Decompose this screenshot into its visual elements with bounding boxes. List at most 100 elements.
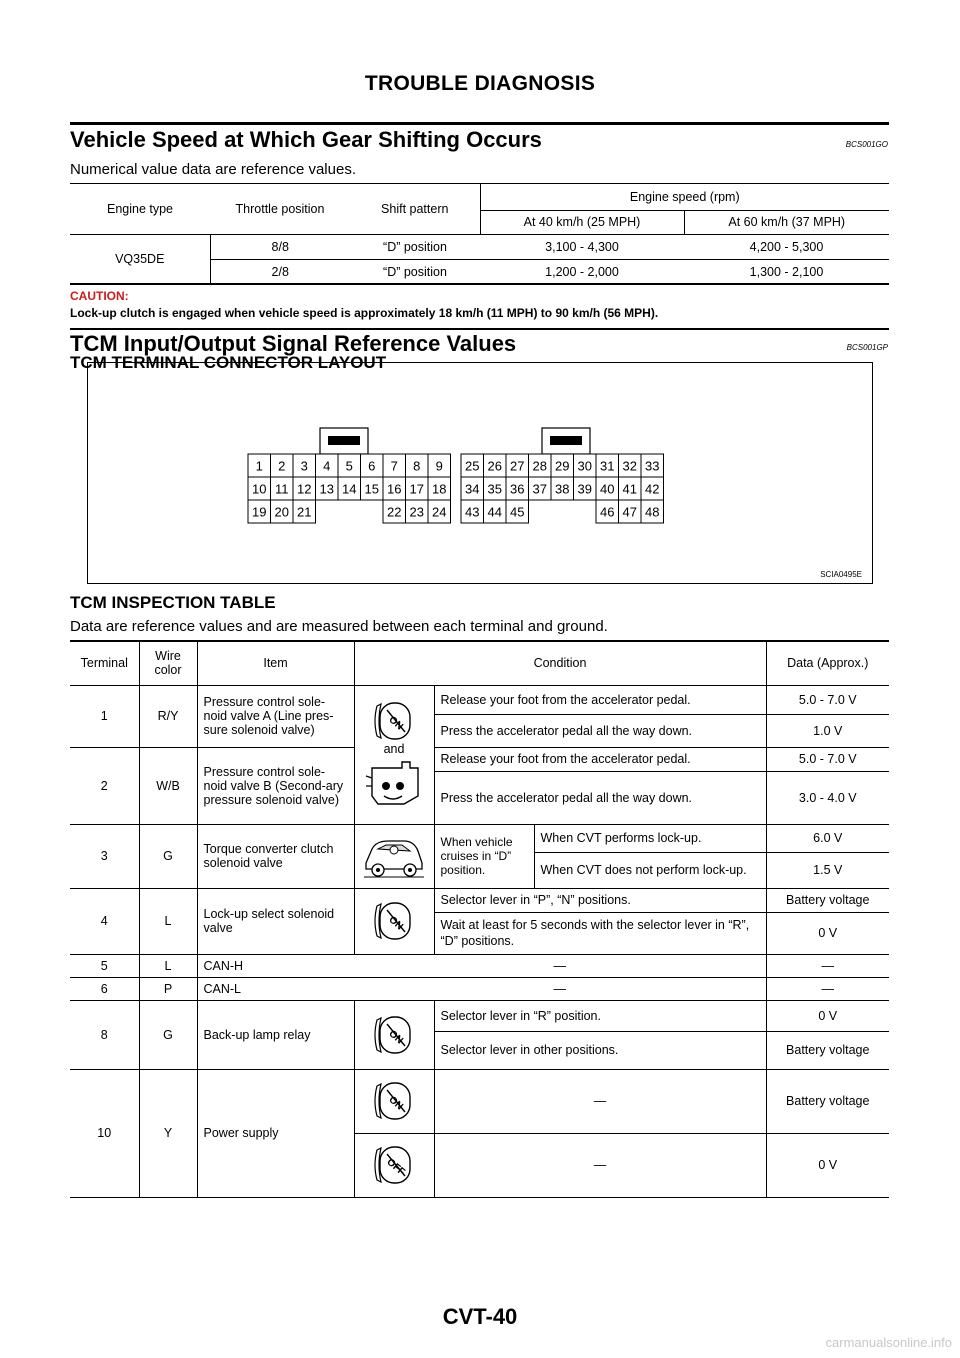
- connector-pin-label: 32: [623, 459, 637, 474]
- ignition-on-and-engine-running-icons: ON and: [353, 685, 434, 825]
- engine-cell: VQ35DE: [70, 234, 210, 285]
- terminal-cell: 2: [70, 747, 139, 825]
- col-header-wire: Wire color: [138, 642, 197, 686]
- left-connector-latch-mark: [328, 436, 360, 445]
- wire-cell: W/B: [138, 747, 197, 825]
- connector-pin-cell: [505, 499, 529, 524]
- table-top-rule: [70, 183, 889, 184]
- condition-cell: Selector lever in “P”, “N” positions.: [433, 888, 766, 913]
- terminal-cell: 5: [70, 954, 139, 978]
- ignition-off-icon: OFF: [353, 1133, 434, 1198]
- engine-running-icon: [361, 756, 428, 810]
- condition-cell: Press the accelerator pedal all the way …: [433, 714, 766, 748]
- and-label: and: [383, 741, 405, 756]
- connector-pin-label: 5: [346, 459, 353, 474]
- col-header-at60: At 60 km/h (37 MPH): [683, 210, 889, 235]
- condition-cell: —: [354, 954, 766, 978]
- wire-cell: L: [138, 954, 197, 978]
- condition-cell: —: [433, 1133, 766, 1198]
- connector-pin-label: 1: [256, 459, 263, 474]
- diagram-id: SCIA0495E: [820, 570, 862, 579]
- connector-pin-label: 34: [465, 482, 479, 497]
- item-cell: CAN-L: [196, 977, 354, 1001]
- connector-pin-label: 26: [488, 459, 502, 474]
- terminal-cell: 6: [70, 977, 139, 1001]
- item-cell: Back-up lamp relay: [196, 1000, 354, 1070]
- connector-pin-label: 3: [301, 459, 308, 474]
- connector-pin-label: 25: [465, 459, 479, 474]
- item-cell: Torque converter clutch solenoid valve: [196, 824, 354, 889]
- terminal-cell: 1: [70, 685, 139, 748]
- connector-pin-label: 23: [410, 505, 424, 520]
- connector-pin-label: 48: [645, 505, 659, 520]
- connector-pin-label: 35: [488, 482, 502, 497]
- wire-cell: G: [138, 1000, 197, 1070]
- item-cell: CAN-H: [196, 954, 354, 978]
- data-cell: 0 V: [765, 1000, 889, 1032]
- connector-pin-label: 13: [320, 482, 334, 497]
- at60-cell: 1,300 - 2,100: [684, 259, 889, 285]
- connector-pin-label: 28: [533, 459, 547, 474]
- connector-pin-label: 22: [387, 505, 401, 520]
- inspection-note: Data are reference values and are measur…: [70, 618, 608, 635]
- item-cell: Pressure control sole-noid valve A (Line…: [196, 685, 354, 748]
- connector-pin-label: 27: [510, 459, 524, 474]
- condition-cell: Release your foot from the accelerator p…: [433, 747, 766, 772]
- connector-pin-label: 20: [275, 505, 289, 520]
- connector-pin-label: 7: [391, 459, 398, 474]
- connector-pin-label: 8: [413, 459, 420, 474]
- condition-cell: When vehicle cruises in “D” position.: [433, 824, 534, 889]
- terminal-cell: 4: [70, 888, 139, 955]
- header-rule: [70, 122, 889, 125]
- connector-pin-label: 44: [488, 505, 502, 520]
- ignition-on-icon: ON: [353, 1069, 434, 1134]
- section-heading-shift-speed: Vehicle Speed at Which Gear Shifting Occ…: [70, 127, 542, 152]
- col-header-condition: Condition: [353, 642, 766, 686]
- connector-pin-label: 10: [252, 482, 266, 497]
- connector-pin-label: 30: [578, 459, 592, 474]
- wire-cell: L: [138, 888, 197, 955]
- data-cell: 5.0 - 7.0 V: [765, 685, 889, 715]
- connector-pin-label: 24: [432, 505, 446, 520]
- ignition-on-icon: ON: [353, 1000, 434, 1070]
- col-header-throttle: Throttle position: [210, 184, 350, 235]
- condition-cell: Press the accelerator pedal all the way …: [433, 771, 766, 825]
- section-code: BCS001GP: [846, 343, 888, 352]
- connector-pin-label: 9: [436, 459, 443, 474]
- shift-cell: “D” position: [350, 234, 480, 260]
- connector-pin-label: 43: [465, 505, 479, 520]
- condition-cell: When CVT does not perform lock-up.: [533, 852, 766, 889]
- connector-pin-label: 46: [600, 505, 614, 520]
- connector-pin-label: 47: [623, 505, 637, 520]
- vehicle-driving-icon: [353, 824, 434, 889]
- connector-pin-label: 33: [645, 459, 659, 474]
- data-cell: —: [765, 977, 889, 1001]
- connector-pin-label: 31: [600, 459, 614, 474]
- section-code: BCS001GO: [845, 140, 888, 149]
- connector-pin-label: 6: [368, 459, 375, 474]
- table-bottom-rule: [70, 283, 889, 285]
- inspection-table: Terminal Wire color Item Condition Data …: [70, 642, 889, 1198]
- wire-cell: P: [138, 977, 197, 1001]
- item-cell: Power supply: [196, 1069, 354, 1198]
- connector-pin-cell: [292, 499, 316, 524]
- data-cell: Battery voltage: [765, 1031, 889, 1070]
- connector-pin-label: 2: [278, 459, 285, 474]
- data-cell: —: [765, 954, 889, 978]
- condition-cell: —: [433, 1069, 766, 1134]
- connector-pin-cell: [427, 499, 451, 524]
- connector-pin-label: 45: [510, 505, 524, 520]
- connector-pin-label: 40: [600, 482, 614, 497]
- connector-pin-label: 15: [365, 482, 379, 497]
- condition-cell: Selector lever in other positions.: [433, 1031, 766, 1070]
- wire-cell: Y: [138, 1069, 197, 1198]
- connector-pin-label: 41: [623, 482, 637, 497]
- condition-cell: —: [354, 977, 766, 1001]
- throttle-cell: 8/8: [209, 234, 350, 260]
- connector-pin-label: 16: [387, 482, 401, 497]
- throttle-cell: 2/8: [209, 259, 350, 285]
- at60-cell: 4,200 - 5,300: [684, 234, 889, 260]
- condition-cell: When CVT performs lock-up.: [533, 824, 766, 853]
